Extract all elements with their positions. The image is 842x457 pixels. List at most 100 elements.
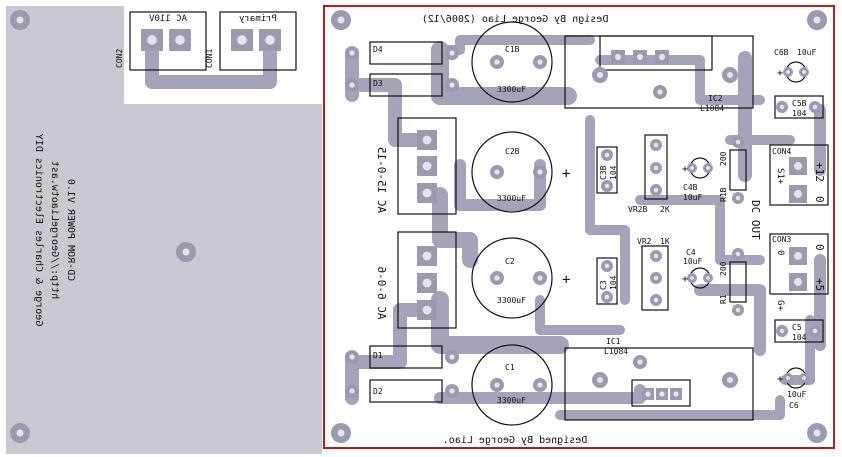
trace-upper-out (595, 55, 765, 105)
pad-elcap-1-drill (786, 70, 790, 74)
con2-outline (129, 11, 207, 71)
label-c1b-value: 3300uF (497, 85, 526, 94)
pad-ic1-2-drill (659, 391, 665, 397)
label-ac-upper: AC 15-0-15 (375, 147, 388, 213)
board-outline (323, 5, 835, 449)
trace-mid-right (635, 195, 765, 265)
pad-ic2-tab-2-drill (726, 71, 734, 79)
pad-bulk-cap-8-drill (537, 382, 543, 388)
trace-gnd-link (780, 315, 815, 385)
trace-input-loop (145, 33, 277, 89)
pad-elcap-3-drill (690, 166, 694, 170)
pad-smallcap-2-drill (604, 183, 610, 189)
header-top: Design By George Liao (2006/12) (422, 14, 609, 25)
pad-smallcap-4-drill (604, 294, 610, 300)
label-ic1-part: L1084 (604, 347, 628, 356)
pad-elcap-5-drill (690, 276, 694, 280)
ic2-body (599, 35, 713, 71)
trace-c2b-bus (454, 159, 546, 211)
label-c2: C2 (505, 257, 515, 266)
side-text-line1: CD-ROM POWER V1.0 (65, 179, 76, 281)
label-d4: D4 (373, 45, 383, 54)
plus-c4: + (682, 274, 688, 285)
trace-left-upper (345, 48, 432, 147)
plus-c2: + (562, 272, 570, 288)
label-zero-con3: 0 (775, 250, 785, 255)
label-ac-lower: AC 6-0-6 (375, 267, 388, 320)
pad-bulk-cap-4-drill (537, 169, 543, 175)
label-plus12: +12 (813, 162, 826, 182)
label-s1plus: S1+ (775, 168, 785, 185)
pad-pot-4-drill (653, 253, 659, 259)
label-c5-value: 104 (792, 333, 807, 342)
label-c4: C4 (686, 248, 696, 257)
d3-outline (369, 73, 443, 97)
pad-elcap-4-drill (706, 166, 710, 170)
mounting-hole-drill-6 (813, 16, 821, 24)
label-c2-value: 3300uF (497, 296, 526, 305)
pad-resistor-4-drill (735, 307, 741, 313)
pad-pot-5-drill (653, 275, 659, 281)
pad-decoupling-3-drill (779, 328, 785, 334)
silk-text: Design By George Liao (2006/12) Designed… (33, 14, 826, 446)
label-ac110: AC 110V (148, 14, 187, 24)
label-ic2-part: L1084 (700, 104, 724, 113)
pad-bulk-cap-6-drill (537, 275, 543, 281)
pad-ic1-mount-drill (637, 359, 643, 365)
label-c3: C3 (599, 280, 608, 290)
pad-decoupling-2-drill (812, 104, 818, 110)
label-c2b-value: 3300uF (497, 194, 526, 203)
pad-upper-header-2-drill (422, 161, 432, 171)
pad-decoupling-4-drill (812, 328, 818, 334)
pad-resistor-1-drill (735, 139, 741, 145)
plus-c2b: + (562, 166, 570, 182)
label-c5b: C5B (792, 99, 807, 108)
c5b-outline (774, 95, 824, 119)
plus-c6b: + (777, 68, 783, 79)
label-r1: R1 (719, 294, 728, 304)
header-bottom: Designed By George Liao. (443, 435, 588, 446)
pad-con3-1-drill (794, 252, 802, 260)
pad-resistor-3-drill (735, 251, 741, 257)
ic1-body (631, 379, 691, 407)
pad-elcap-7-drill (786, 376, 790, 380)
trace-left-lower (345, 303, 432, 405)
r1-outline (729, 261, 747, 303)
pad-con2-2-drill (175, 35, 185, 45)
side-text-line2: http://GeorgeLiaotw.ast (49, 161, 60, 299)
label-r1b-value: 200 (719, 151, 728, 166)
pad-diode-5-drill (349, 354, 355, 360)
pad-pot-1-drill (653, 142, 659, 148)
trace-bottom-rail (555, 395, 785, 420)
label-d3: D3 (373, 79, 383, 88)
pad-ic2-2-drill (636, 53, 644, 61)
label-plus5: +5 (813, 278, 826, 291)
silk-outlines (129, 11, 829, 426)
mounting-hole-drill-3 (182, 248, 190, 256)
pad-ic1-tab-1-drill (596, 376, 604, 384)
label-c4-value: 10uF (683, 257, 702, 266)
label-r1b: R1B (719, 187, 728, 202)
c2-outline (471, 237, 553, 319)
upper-transformer-header (397, 117, 457, 215)
label-c1b: C1B (505, 45, 520, 54)
pad-upper-header-1-drill (422, 135, 432, 145)
label-vr2b-value: 2K (660, 205, 670, 214)
trace-ic-cross (585, 115, 630, 305)
pad-diode-6-drill (449, 354, 455, 360)
label-con4: CON4 (772, 147, 791, 156)
label-c3b: C3B (599, 165, 608, 180)
pad-decoupling-1-drill (779, 104, 785, 110)
trace-lower-bus (431, 291, 569, 354)
pad-smallcap-3-drill (604, 263, 610, 269)
pad-diode-7-drill (349, 388, 355, 394)
pad-lower-header-2-drill (422, 278, 432, 288)
label-primary: Primary (238, 14, 277, 24)
trace-lower-link (535, 295, 625, 335)
pad-con1-1-drill (237, 35, 247, 45)
label-c4b-value: 10uF (683, 193, 702, 202)
label-vr2b: VR2B (628, 205, 647, 214)
label-vr2-value: 1K (660, 237, 670, 246)
